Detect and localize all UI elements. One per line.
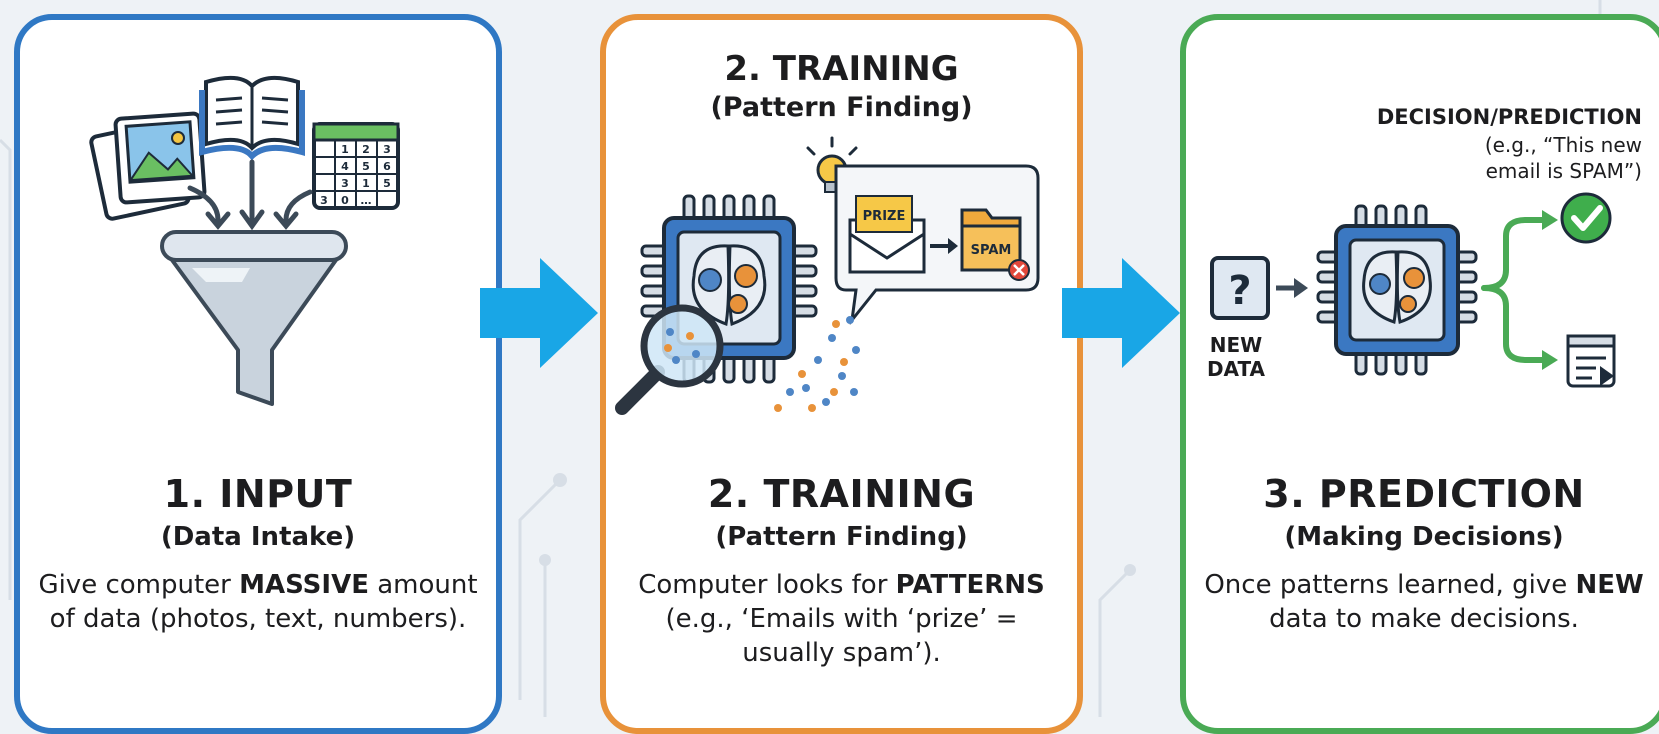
prediction-description: Once patterns learned, give NEW data to … (1204, 568, 1644, 636)
training-top-heading: 2. TRAINING (724, 49, 959, 89)
flow-arrow-icon (480, 258, 598, 368)
cell-digit: 5 (383, 177, 391, 190)
input-illustration: 1 2 3 4 5 6 3 1 5 3 0 … (89, 75, 400, 406)
cell-digit: 5 (362, 160, 370, 173)
arrowhead-icon (1294, 278, 1308, 298)
decision-example-line1: (e.g., “This new (1485, 133, 1642, 157)
prediction-desc-text: data to make decisions. (1269, 604, 1579, 634)
check-icon (1560, 192, 1612, 244)
cell-digit: … (361, 194, 372, 207)
input-desc-text: Give computer (38, 570, 240, 600)
training-desc-text: (e.g., ‘Emails with ‘prize’ = usually sp… (665, 604, 1018, 668)
ai-chip-icon (1316, 204, 1478, 376)
training-top-title: 2. TRAINING (Pattern Finding) (606, 48, 1077, 126)
cell-digit: 1 (341, 143, 349, 156)
envelope-icon: PRIZE (848, 195, 926, 274)
cell-digit: 6 (383, 160, 391, 173)
cell-digit: 4 (341, 160, 349, 173)
funnel-icon (160, 230, 348, 406)
prediction-desc-bold: NEW (1575, 570, 1644, 600)
input-panel: 1 2 3 4 5 6 3 1 5 3 0 … (14, 14, 502, 734)
input-description: Give computer MASSIVE amount of data (ph… (38, 568, 478, 636)
spam-folder-icon: SPAM (960, 208, 1030, 281)
spreadsheet-icon: 1 2 3 4 5 6 3 1 5 3 0 … (312, 122, 400, 210)
arrowhead-icon (948, 238, 958, 254)
envelope-label: PRIZE (863, 209, 906, 224)
prediction-caption: 3. PREDICTION (Making Decisions) Once pa… (1186, 472, 1659, 636)
input-subtitle: (Data Intake) (160, 522, 356, 552)
new-data-label-line1: NEW (1210, 333, 1262, 357)
cell-digit: 1 (362, 177, 370, 190)
document-icon (1566, 334, 1616, 388)
training-caption: 2. TRAINING (Pattern Finding) Computer l… (606, 472, 1077, 670)
training-subtitle: (Pattern Finding) (715, 522, 968, 552)
down-arrows-icon (187, 159, 313, 231)
folder-label: SPAM (971, 243, 1012, 258)
training-panel: 2. TRAINING (Pattern Finding) PRIZE (600, 14, 1083, 734)
arrowhead-icon (1542, 210, 1558, 230)
cell-digit: 3 (341, 177, 349, 190)
training-description: Computer looks for PATTERNS (e.g., ‘Emai… (622, 568, 1062, 670)
input-desc-text: amount of data (photos, text, numbers). (49, 570, 478, 634)
flow-arrow-icon (1062, 258, 1180, 368)
training-desc-text: Computer looks for (638, 570, 896, 600)
cell-digit: 3 (383, 143, 391, 156)
prediction-subtitle: (Making Decisions) (1284, 522, 1564, 552)
input-title: 1. INPUT (163, 472, 353, 516)
input-desc-bold: MASSIVE (239, 570, 369, 600)
data-points-scatter (774, 316, 860, 412)
photos-icon (89, 111, 207, 221)
arrowhead-icon (1542, 350, 1558, 370)
question-box-icon: ? (1210, 256, 1270, 320)
new-data-label-line2: DATA (1207, 357, 1266, 381)
training-top-subheading: (Pattern Finding) (710, 92, 973, 123)
training-desc-bold: PATTERNS (895, 570, 1045, 600)
training-title: 2. TRAINING (707, 472, 976, 516)
prediction-desc-text: Once patterns learned, give (1204, 570, 1576, 600)
decision-branch (1481, 217, 1549, 363)
prediction-panel: DECISION/PREDICTION (e.g., “This new ema… (1180, 14, 1659, 734)
training-illustration: PRIZE SPAM (615, 136, 1040, 415)
prediction-illustration: DECISION/PREDICTION (e.g., “This new ema… (1207, 105, 1642, 388)
cell-digit: 3 (320, 194, 328, 207)
magnifier-icon (615, 304, 724, 415)
question-mark: ? (1228, 268, 1251, 314)
cell-digit: 0 (341, 194, 349, 207)
prediction-title: 3. PREDICTION (1263, 472, 1585, 516)
decision-example-line2: email is SPAM”) (1486, 159, 1642, 183)
book-icon (199, 75, 305, 161)
input-caption: 1. INPUT (Data Intake) Give computer MAS… (20, 472, 496, 636)
cell-digit: 2 (362, 143, 370, 156)
decision-label: DECISION/PREDICTION (1377, 105, 1642, 129)
